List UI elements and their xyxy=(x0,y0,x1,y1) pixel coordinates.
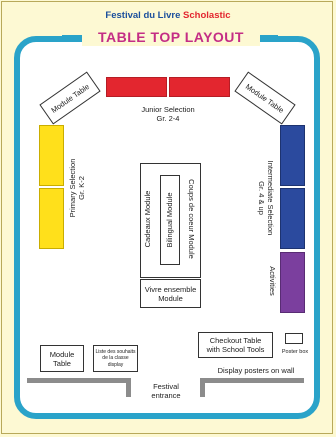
wall-left xyxy=(27,378,131,383)
wishlist-line2: de la classe xyxy=(102,355,129,362)
poster-box-label: Poster box xyxy=(281,349,309,355)
intermediate-label-line1: Intermediate Selection xyxy=(266,160,275,236)
brand-name: Festival du Livre xyxy=(105,10,181,21)
title-line-left xyxy=(62,35,84,39)
wall-left-post xyxy=(126,378,131,397)
intermediate-label-line2: Gr. 4 & up xyxy=(257,181,266,215)
junior-label-line2: Gr. 2-4 xyxy=(156,114,180,123)
wishlist-display: Liste des souhaits de la classe display xyxy=(93,345,138,372)
checkout-line2: with School Tools xyxy=(206,345,265,354)
brand-sub: Scholastic xyxy=(183,10,231,21)
activities-label: Activities xyxy=(268,266,277,296)
primary-label-line2: Gr. K-2 xyxy=(77,176,86,200)
title-line-right xyxy=(258,35,278,39)
checkout-table: Checkout Table with School Tools xyxy=(198,332,273,358)
wishlist-line1: Liste des souhaits xyxy=(95,348,136,355)
entrance-line2: entrance xyxy=(151,391,181,400)
wall-right xyxy=(200,378,304,383)
intermediate-table-2 xyxy=(280,188,305,249)
cadeaux-label: Cadeaux Module xyxy=(143,190,152,248)
wall-right-post xyxy=(200,378,205,397)
activities-table xyxy=(280,252,305,313)
layout-title: TABLE TOP LAYOUT xyxy=(82,28,260,46)
junior-table-2 xyxy=(169,77,230,97)
primary-table-2 xyxy=(39,188,64,249)
junior-table-1 xyxy=(106,77,167,97)
checkout-line1: Checkout Table xyxy=(209,336,262,345)
brand-header: Festival du Livre Scholastic xyxy=(0,10,336,21)
vivre-module: Vivre ensemble Module xyxy=(140,279,201,308)
module-bottom-line1: Module xyxy=(49,349,75,359)
primary-label-line1: Primary Selection xyxy=(68,158,77,218)
junior-label: Junior Selection Gr. 2-4 xyxy=(128,105,208,123)
bilingual-module xyxy=(160,175,180,265)
entrance-line1: Festival xyxy=(153,382,179,391)
coups-label: Coups de coeur Module xyxy=(187,179,196,259)
primary-table-1 xyxy=(39,125,64,186)
page-border xyxy=(1,1,333,434)
module-bottom-line2: Table xyxy=(53,358,71,368)
intermediate-table-1 xyxy=(280,125,305,186)
poster-box xyxy=(285,333,303,344)
vivre-label-line1: Vivre ensemble xyxy=(144,284,197,294)
bilingual-label: Bilingual Module xyxy=(165,192,174,248)
primary-label: Primary Selection Gr. K-2 xyxy=(68,148,88,228)
module-table-bottom: Module Table xyxy=(40,345,84,372)
junior-label-line1: Junior Selection xyxy=(141,105,195,114)
wishlist-line3: display xyxy=(107,361,124,368)
vivre-label-line2: Module xyxy=(158,293,183,303)
intermediate-label: Intermediate Selection Gr. 4 & up xyxy=(255,148,275,248)
entrance-label: Festival entrance xyxy=(135,382,197,400)
display-posters-label: Display posters on wall xyxy=(217,366,295,375)
